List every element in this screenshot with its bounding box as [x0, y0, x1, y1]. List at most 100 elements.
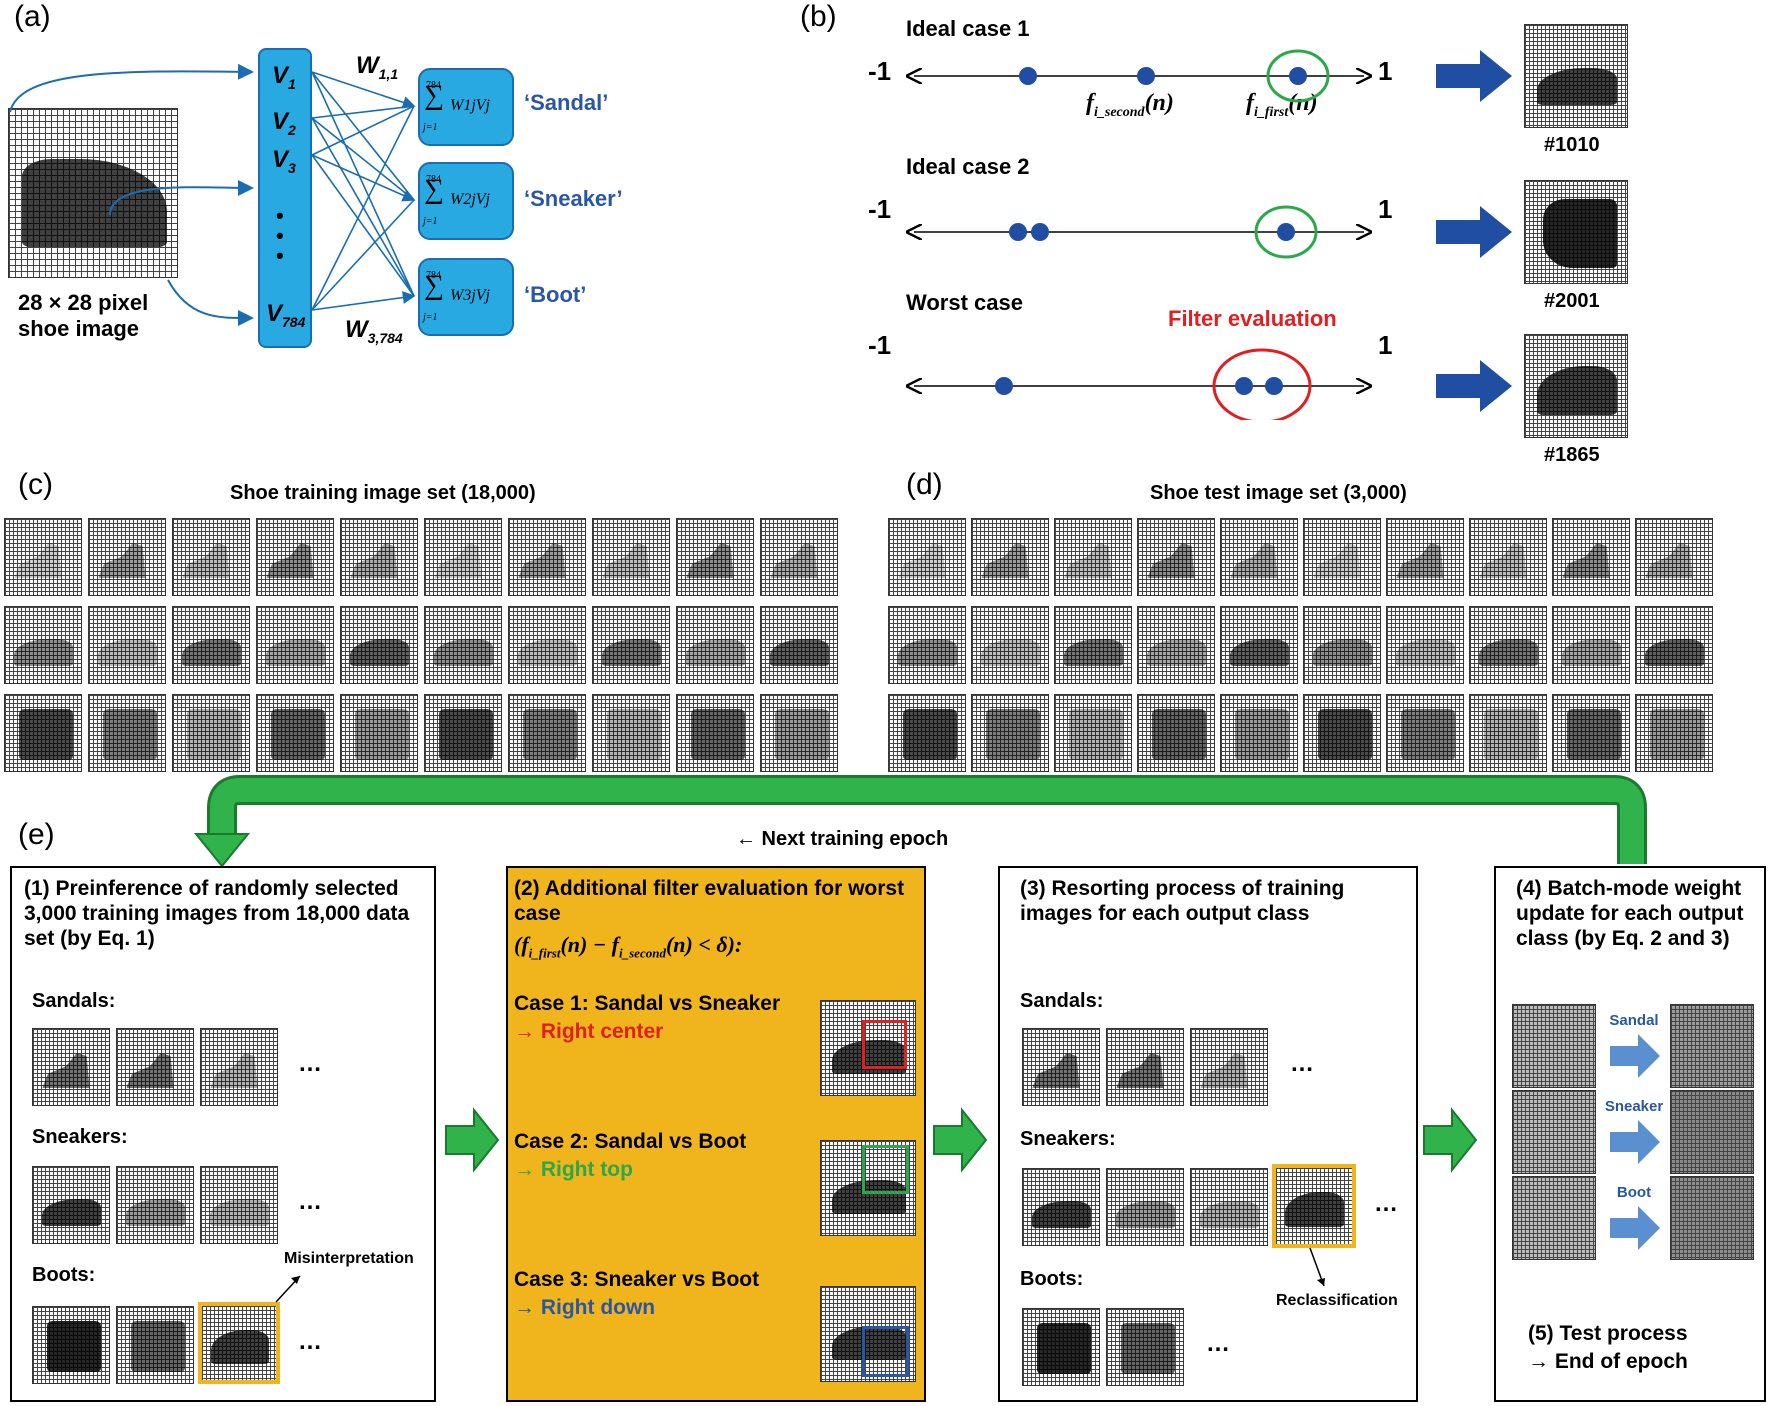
f-second-label: fi_second(n) — [1086, 90, 1174, 120]
grid-d-thumb — [1054, 606, 1132, 684]
step1-sneaker-2 — [116, 1166, 194, 1244]
shoe-silhouette — [1068, 708, 1124, 760]
shoe-silhouette — [690, 708, 746, 760]
grid-c-thumb — [4, 518, 82, 596]
grid-c-thumb — [424, 694, 502, 772]
grid-c-thumb — [88, 694, 166, 772]
case2-dot-3 — [1277, 223, 1295, 241]
case3-dot-1 — [995, 377, 1013, 395]
grid-c-thumb — [88, 518, 166, 596]
grid-c-thumb — [760, 606, 838, 684]
step1-row-sandals: Sandals: — [32, 990, 116, 1012]
grid-d-thumb — [888, 606, 966, 684]
shoe-silhouette — [898, 638, 958, 667]
shoe-silhouette — [522, 708, 578, 760]
case1-dot-2 — [1137, 67, 1155, 85]
shoe-silhouette — [1479, 638, 1539, 667]
shoe-silhouette — [18, 708, 74, 760]
step1-sandal-2 — [116, 1028, 194, 1106]
shoe-silhouette — [1313, 638, 1373, 667]
grid-d-thumb — [1054, 518, 1132, 596]
shoe-silhouette — [774, 708, 830, 760]
grid-d-thumb — [971, 518, 1049, 596]
shoe-silhouette — [602, 638, 662, 667]
grid-c-thumb — [592, 518, 670, 596]
step5-line1: (5) Test process — [1528, 1322, 1688, 1345]
grid-c-thumb — [4, 606, 82, 684]
case3-image-id: #1865 — [1544, 444, 1600, 466]
update-label-sandal: Sandal — [1609, 1012, 1659, 1029]
step3-boot-1 — [1022, 1308, 1100, 1386]
case2-title-e: Case 2: Sandal vs Boot — [514, 1130, 747, 1153]
case3-dot-2 — [1235, 377, 1253, 395]
grid-d-thumb — [1469, 606, 1547, 684]
grid-d-thumb — [1303, 518, 1381, 596]
step4-title: (4) Batch-mode weight update for each ou… — [1516, 877, 1744, 950]
step3-title: (3) Resorting process of training images… — [1020, 877, 1345, 925]
grid-c-thumb — [340, 694, 418, 772]
input-v784: V784 — [266, 300, 306, 330]
next-epoch-label: ← Next training epoch — [736, 828, 949, 850]
misinterpretation-note: Misinterpretation — [284, 1250, 414, 1267]
grid-c-thumb — [508, 606, 586, 684]
grid-d-thumb — [1635, 606, 1713, 684]
input-vector-box — [258, 48, 312, 348]
reclassification-note: Reclassification — [1276, 1292, 1398, 1309]
step3-sandal-1 — [1022, 1028, 1100, 1106]
case1-dot-1 — [1019, 67, 1037, 85]
shoe-silhouette — [1151, 708, 1207, 760]
grid-d-thumb — [1635, 694, 1713, 772]
grid-c-thumb — [340, 606, 418, 684]
case2-dot-2 — [1031, 223, 1049, 241]
grid-c-thumb — [508, 694, 586, 772]
grid-c-thumb — [760, 694, 838, 772]
filter-evaluation-label: Filter evaluation — [1168, 306, 1337, 331]
grid-c-thumb — [172, 518, 250, 596]
grid-d-thumb — [1386, 606, 1464, 684]
weight-after-boot — [1670, 1176, 1754, 1260]
network-connections — [9, 63, 416, 327]
step3-row-boots: Boots: — [1020, 1268, 1084, 1290]
grid-d-thumb — [1137, 606, 1215, 684]
step2-title: (2) Additional filter evaluation for wor… — [514, 877, 905, 925]
grid-d-thumb — [1220, 694, 1298, 772]
step3-sneaker-1 — [1022, 1168, 1100, 1246]
case3-title: Worst case — [906, 290, 1023, 315]
panel-e-label: (e) — [18, 818, 55, 851]
grid-d-thumb — [1552, 606, 1630, 684]
case3-filter-image — [820, 1286, 916, 1382]
step1-ellipsis-1: … — [298, 1050, 322, 1077]
grid-d-thumb — [1137, 694, 1215, 772]
f-first-label: fi_first(n) — [1246, 90, 1318, 120]
panel-b-axes — [0, 49, 1512, 420]
case3-result: → Right down — [514, 1296, 656, 1319]
shoe-silhouette — [606, 708, 662, 760]
grid-c-thumb — [256, 694, 334, 772]
axis1-min: -1 — [868, 56, 892, 86]
image-caption-line2: shoe image — [18, 316, 140, 341]
weight-before-boot — [1512, 1176, 1596, 1260]
grid-d-thumb — [1386, 694, 1464, 772]
weight-bottom-label: W3,784 — [345, 316, 403, 346]
panel-d-label: (d) — [906, 468, 943, 501]
sum-node-2: 784 ∑ j=1 W2jVj — [418, 162, 514, 240]
shoe-silhouette — [1064, 638, 1124, 667]
shoe-silhouette — [985, 708, 1041, 760]
grid-d-thumb — [1220, 518, 1298, 596]
shoe-silhouette — [1147, 638, 1207, 667]
step1-boot-1 — [32, 1306, 110, 1384]
weight-top-label: W1,1 — [356, 52, 399, 82]
case3-title-e: Case 3: Sneaker vs Boot — [514, 1268, 760, 1291]
shoe-silhouette — [1645, 638, 1705, 667]
sum-node-3: 784 ∑ j=1 W3jVj — [418, 258, 514, 336]
step1-boot-2 — [116, 1306, 194, 1384]
case2-filter-image — [820, 1140, 916, 1236]
grid-d-thumb — [1469, 518, 1547, 596]
step3-sandal-2 — [1106, 1028, 1184, 1106]
case1-image-id: #1010 — [1544, 134, 1600, 156]
grid-c-thumb — [172, 694, 250, 772]
grid-c-thumb — [256, 606, 334, 684]
axis2-max: 1 — [1378, 194, 1393, 224]
grid-d-thumb — [1220, 606, 1298, 684]
